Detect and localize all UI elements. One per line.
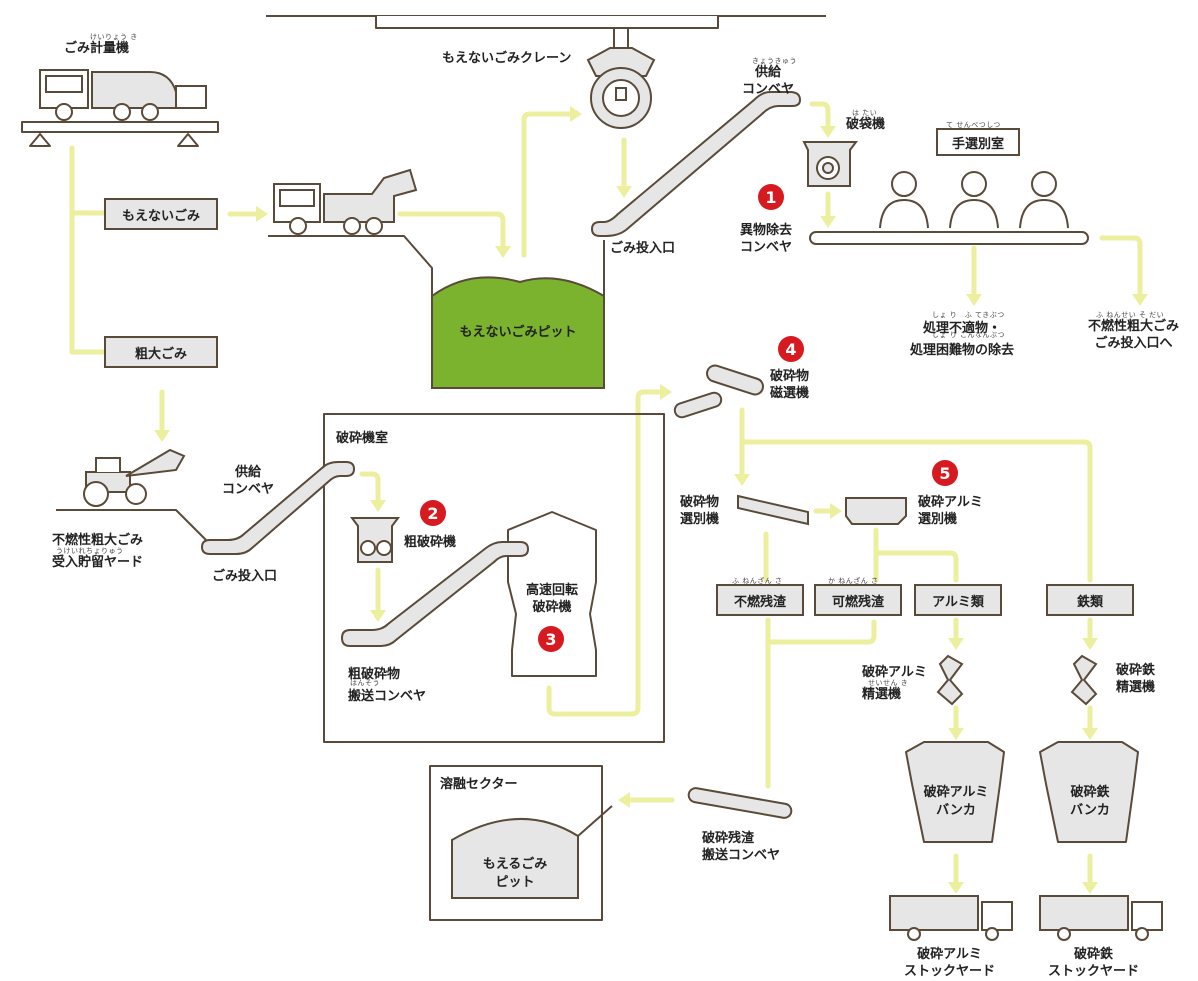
crane-label: もえないごみクレーン [442, 51, 572, 66]
high-speed-crusher-label: 高速回転 破砕機 [525, 583, 578, 615]
supply-conveyor-top-ruby: きょうきゅう [752, 57, 797, 65]
bag-breaker-label: 破袋機 [846, 117, 886, 132]
sorting-room-ruby: て せんべつしつ [946, 121, 1001, 129]
weigh-machine-ruby: けいりょう き [90, 33, 138, 41]
weigh-machine-label: ごみ計量機 [64, 41, 130, 56]
alu-refiner-label: 破砕アルミ 精選機 [862, 665, 927, 702]
coarse-conveyor-label: 粗破砕物 搬送コンベヤ [348, 667, 427, 704]
supply-conveyor-left-label: 供給 コンベヤ [222, 465, 275, 497]
iron-refiner-label: 破砕鉄 精選機 [1116, 663, 1156, 695]
to-bulky-inlet-label: 不燃性粗大ごみ ごみ投入口へ [1088, 319, 1180, 351]
badge-3: 3 [538, 626, 564, 652]
nonburn-residue-box: 不燃残渣 [716, 584, 804, 616]
crusher-room-label: 破砕機室 [336, 431, 389, 446]
moenai-gomi-box: もえないごみ [104, 198, 218, 230]
iron-yard-label: 破砕鉄 ストックヤード [1048, 947, 1140, 979]
burn-ruby: か ねんざん さ [828, 577, 879, 585]
unsuitable-ruby-1: しょ り ふ てきぶつ [932, 311, 1005, 319]
pit-label: もえないごみピット [459, 325, 577, 340]
foreign-removal-conveyor-label: 異物除去 コンベヤ [740, 223, 793, 255]
alu-yard-label: 破砕アルミ ストックヤード [904, 947, 996, 979]
sorting-room-label: 手選別室 [936, 128, 1020, 156]
magnet-separator-label: 破砕物 磁選機 [770, 369, 810, 401]
bag-breaker-ruby: は たい [852, 109, 878, 117]
badge-2: 2 [420, 500, 446, 526]
crushed-sorter-label: 破砕物 選別機 [680, 495, 720, 527]
coarse-crusher-label: 粗破砕機 [404, 535, 457, 550]
alu-sorter-label: 破砕アルミ 選別機 [918, 495, 983, 527]
nonburn-ruby: ふ ねんざん さ [732, 577, 783, 585]
iron-bunker-label: 破砕鉄 バンカ [1070, 785, 1110, 818]
alu-bunker-label: 破砕アルミ バンカ [923, 785, 989, 818]
supply-conveyor-top-label: 供給 コンベヤ [742, 65, 795, 97]
inlet-left-label: ごみ投入口 [212, 569, 278, 584]
unsuitable-ruby-2: しょ り こんなんぶつ [932, 331, 1005, 339]
melting-sector-label: 溶融セクター [440, 777, 518, 792]
sodai-gomi-box: 粗大ごみ [104, 336, 218, 368]
badge-4: 4 [778, 336, 804, 362]
unsuitable-removal-label: 処理不適物・ 処理困難物の除去 [910, 321, 1015, 358]
badge-5: 5 [932, 460, 958, 486]
badge-1: 1 [758, 184, 784, 210]
inlet-top-label: ごみ投入口 [610, 241, 676, 256]
bulky-yard-label: 不燃性粗大ごみ 受入貯留ヤード [52, 533, 144, 570]
coarse-conveyor-ruby: はんそう [350, 679, 380, 687]
burn-residue-box: 可燃残渣 [814, 584, 902, 616]
to-bulky-inlet-ruby: ふ ねんせい そ だい [1096, 311, 1165, 319]
iron-box: 鉄類 [1046, 584, 1134, 616]
bulky-yard-ruby: うけいれちょりゅう [56, 547, 124, 555]
alu-refiner-ruby: せいせん き [868, 679, 909, 687]
aluminum-box: アルミ類 [914, 584, 1002, 616]
residue-conveyor-label: 破砕残渣 搬送コンベヤ [702, 831, 781, 863]
burnable-pit-label: もえるごみ ピット [482, 857, 548, 890]
